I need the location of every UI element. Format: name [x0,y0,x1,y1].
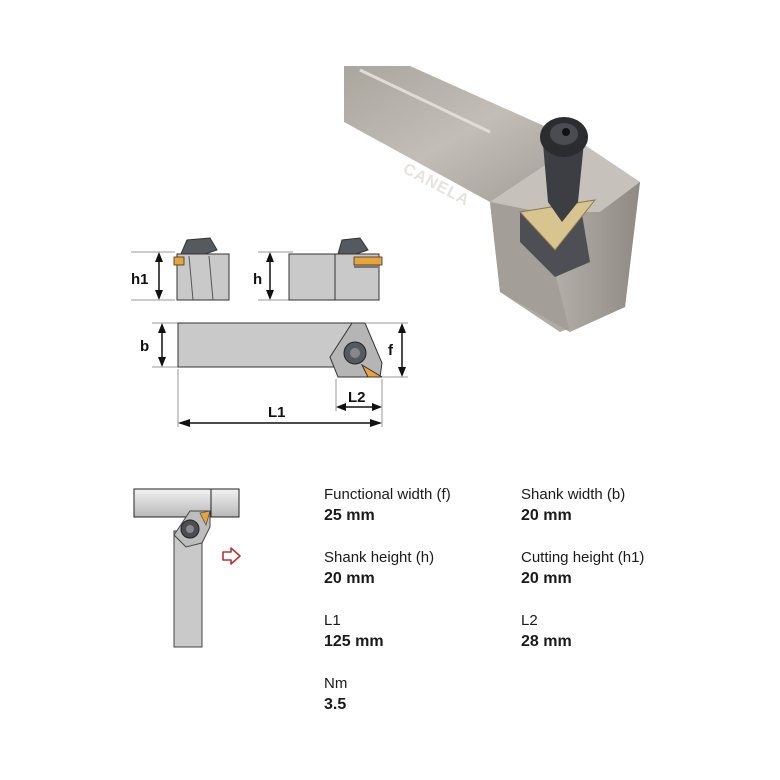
application-view [133,488,240,648]
spec-value: 28 mm [521,633,572,650]
spec-shank-height: Shank height (h) 20 mm [324,549,434,589]
spec-value: 20 mm [324,570,375,587]
end-view-right: h [253,237,383,301]
dim-label-h1: h1 [131,271,149,288]
spec-cutting-height: Cutting height (h1) 20 mm [521,549,644,589]
spec-shank-width: Shank width (b) 20 mm [521,486,625,526]
spec-label: L1 [324,612,341,629]
dim-label-h: h [253,271,262,288]
spec-value: 25 mm [324,507,375,524]
spec-value: 20 mm [521,570,572,587]
spec-label: Nm [324,675,348,692]
dim-label-l1: L1 [268,404,286,421]
spec-l1: L1 125 mm [324,612,384,652]
spec-label: Functional width (f) [324,486,451,503]
tool-photo: CANELA [344,66,640,332]
spec-value: 125 mm [324,633,384,650]
spec-label: Shank height (h) [324,549,435,566]
dim-label-b: b [140,338,149,355]
spec-functional-width: Functional width (f) 25 mm [324,486,451,526]
dim-label-f: f [388,342,394,359]
spec-value: 20 mm [521,507,572,524]
dim-label-l2: L2 [348,389,366,406]
spec-label: Shank width (b) [521,486,626,503]
top-view: b f L2 L1 [140,322,408,427]
spec-l2: L2 28 mm [521,612,572,652]
spec-torque-nm: Nm 3.5 [324,675,347,715]
spec-value: 3.5 [324,696,347,713]
feed-direction-arrow-icon [222,547,241,565]
end-view-left: h1 [131,237,230,301]
spec-label: Cutting height (h1) [521,549,645,566]
spec-label: L2 [521,612,538,629]
